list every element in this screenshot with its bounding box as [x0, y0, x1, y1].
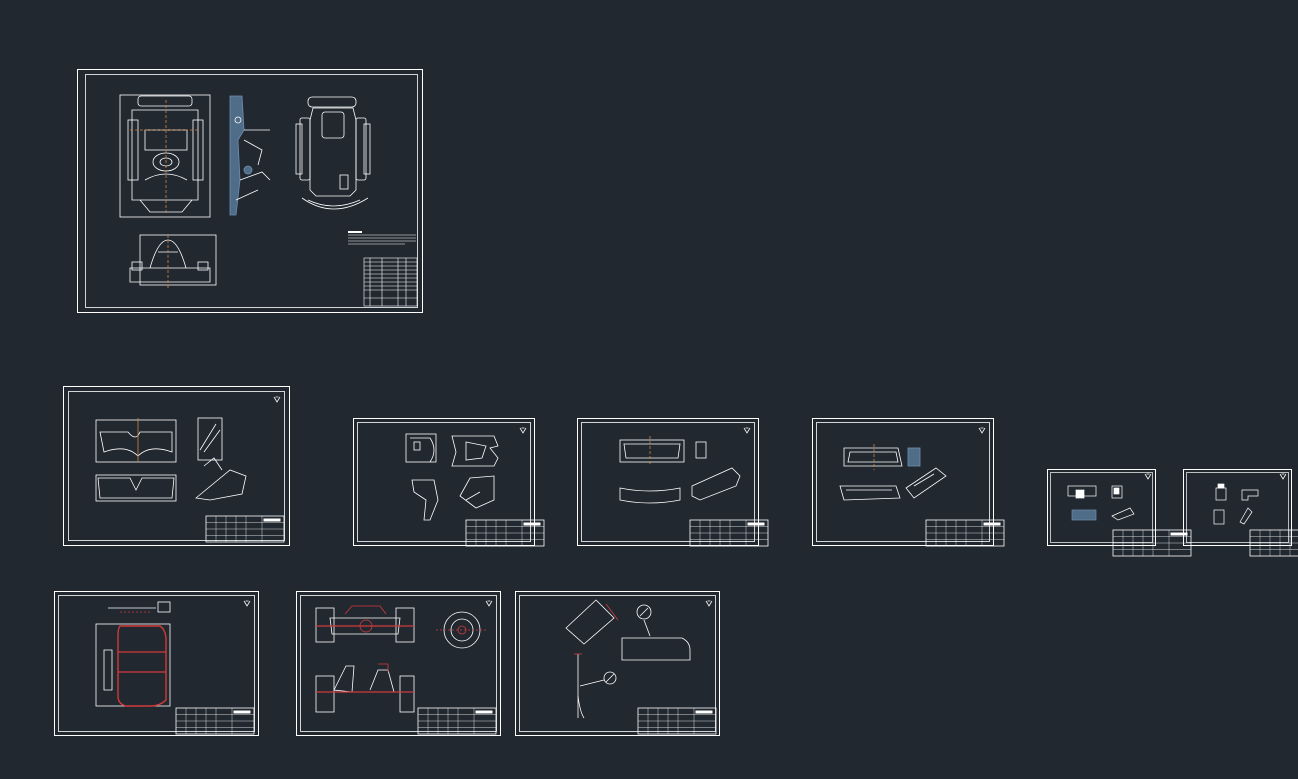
drawing-sheet-frame[interactable]: [54, 591, 259, 736]
side-pod-part-views: [839, 444, 947, 501]
drawing-sheet-assembly[interactable]: [77, 69, 423, 313]
title-block: [1249, 529, 1298, 557]
title-block: [637, 707, 717, 735]
kart-rear-view: [129, 234, 217, 290]
bracket-part-views: [405, 433, 499, 521]
title-block: [175, 707, 255, 735]
parts-list-table: [363, 257, 418, 307]
notes-block: [348, 231, 416, 245]
drawing-sheet-bracket[interactable]: [353, 418, 545, 547]
drawing-sheet-small-parts-a[interactable]: [1047, 469, 1192, 557]
axle-assembly: [315, 605, 488, 713]
bumper-part-views: [619, 436, 741, 504]
kart-side-view: [229, 95, 271, 216]
title-block: [689, 519, 769, 547]
drawing-sheet-steering[interactable]: [515, 591, 720, 736]
drawing-sheet-side-pod[interactable]: [812, 418, 1005, 547]
seat-part-views: [95, 417, 247, 502]
title-block: [205, 515, 285, 543]
drawing-sheet-seat[interactable]: [63, 386, 290, 546]
drawing-sheet-axle[interactable]: [296, 591, 501, 736]
title-block: [1112, 529, 1192, 557]
kart-top-view: [295, 96, 371, 210]
title-block: [465, 519, 545, 547]
drawing-sheet-bumper[interactable]: [577, 418, 769, 547]
drawing-sheet-small-parts-b[interactable]: [1183, 469, 1298, 557]
steering-parts: [565, 599, 691, 719]
kart-front-view: [119, 94, 211, 218]
small-part-views: [1067, 485, 1135, 521]
title-block: [925, 519, 1005, 547]
frame-drawing: [95, 601, 171, 707]
title-block: [417, 707, 497, 735]
small-part-views: [1213, 483, 1259, 525]
